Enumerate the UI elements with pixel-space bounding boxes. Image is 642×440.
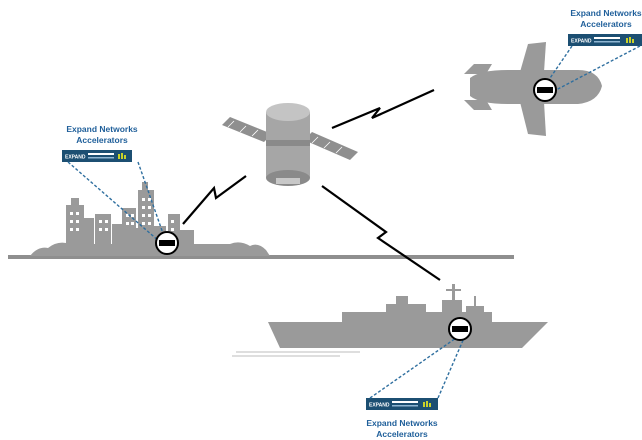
city-label-line2: Accelerators xyxy=(76,135,128,145)
aircraft-device-brand: EXPAND xyxy=(571,39,592,45)
city-link-left xyxy=(67,161,161,243)
aircraft-link-right xyxy=(555,45,641,91)
ship-label-line2: Accelerators xyxy=(376,429,428,439)
city-device-brand: EXPAND xyxy=(65,155,86,161)
aircraft-node-icon xyxy=(533,78,557,102)
satellite-icon xyxy=(222,103,358,186)
aircraft-silhouette xyxy=(464,42,602,136)
horizon-line xyxy=(8,255,514,259)
aircraft-accelerator-device: EXPAND xyxy=(568,34,642,46)
city-windows xyxy=(70,198,174,231)
city-skyline xyxy=(30,182,270,256)
ship-link-right xyxy=(437,337,465,399)
city-node-icon xyxy=(155,231,179,255)
ship-accelerator-label: Expand Networks Accelerators xyxy=(366,418,438,439)
ship-node-icon xyxy=(448,317,472,341)
aircraft-link-left xyxy=(545,45,573,85)
ship-wake xyxy=(232,351,360,357)
ship-silhouette xyxy=(268,284,548,348)
satellite-ship-link xyxy=(321,185,441,281)
city-link-right xyxy=(137,161,167,243)
ship-accelerator-device: EXPAND xyxy=(366,398,438,410)
city-accelerator-label: Expand Networks Accelerators xyxy=(66,124,138,145)
ship-link-left xyxy=(369,337,457,399)
city-label-line1: Expand Networks xyxy=(66,124,138,134)
aircraft-accelerator-label: Expand Networks Accelerators xyxy=(570,8,642,29)
aircraft-label-line2: Accelerators xyxy=(580,19,632,29)
satellite-aircraft-link xyxy=(331,88,435,130)
ship-device-brand: EXPAND xyxy=(369,403,390,409)
ship-label-line1: Expand Networks xyxy=(366,418,438,428)
city-accelerator-device: EXPAND xyxy=(62,150,132,162)
satellite-city-link xyxy=(182,175,247,225)
aircraft-label-line1: Expand Networks xyxy=(570,8,642,18)
